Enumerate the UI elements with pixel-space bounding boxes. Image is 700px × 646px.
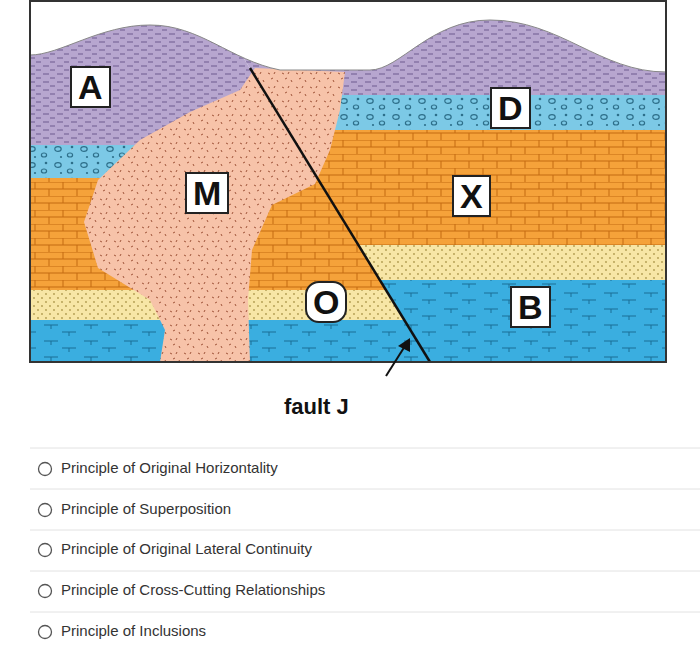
option-text: Principle of Inclusions: [61, 622, 206, 639]
option-text: Principle of Superposition: [61, 500, 231, 517]
option-text: Principle of Original Horizontality: [61, 459, 278, 476]
intrusion-label: M: [185, 172, 229, 214]
layer-label: O: [305, 281, 347, 323]
layer-label: X: [452, 175, 491, 217]
fault-label: fault J: [284, 394, 349, 420]
layer-label: A: [70, 66, 111, 108]
option-text: Principle of Cross-Cutting Relationships: [61, 581, 325, 598]
layer-label: B: [510, 286, 551, 328]
layer-label: D: [490, 87, 531, 129]
option-text: Principle of Original Lateral Continuity: [61, 540, 312, 557]
